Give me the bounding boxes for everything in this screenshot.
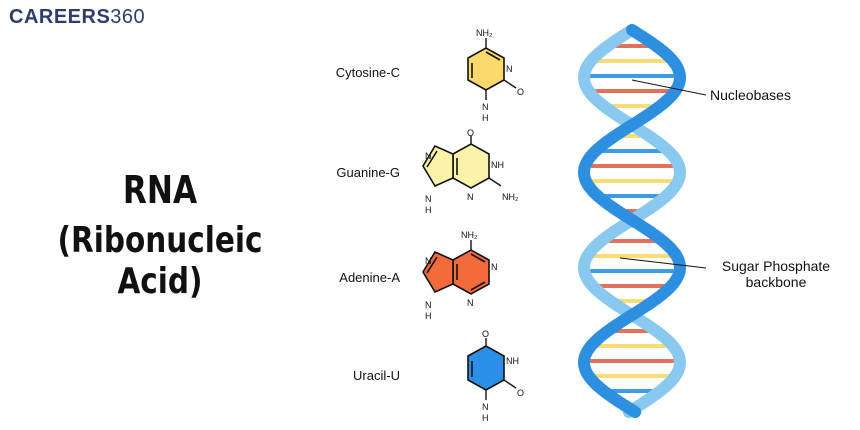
base-label-cytosine: Cytosine-C xyxy=(335,65,400,80)
guanine-o: O xyxy=(467,128,474,138)
uracil-structure: O NH O N H xyxy=(467,329,524,423)
brand-logo: CAREERS360 xyxy=(9,6,145,29)
guanine-structure: O NH NH₂ N N N H xyxy=(422,128,519,215)
adenine-structure: NH₂ N N N N H xyxy=(422,230,498,321)
adenine-n4: N xyxy=(425,300,432,310)
cytosine-o: O xyxy=(517,87,524,97)
brand-name: CAREERS xyxy=(9,6,111,28)
guanine-n: N xyxy=(467,192,474,202)
helix-rungs xyxy=(590,44,674,393)
cytosine-structure: NH₂ N O N H xyxy=(467,28,524,123)
cytosine-h: H xyxy=(482,113,489,123)
guanine-h: H xyxy=(425,205,432,215)
uracil-n: N xyxy=(482,402,489,412)
nucleobases-label: Nucleobases xyxy=(710,87,791,103)
backbone-pointer xyxy=(619,257,707,269)
diagram-title: RNA xyxy=(122,168,198,212)
base-label-guanine: Guanine-G xyxy=(336,165,400,180)
adenine-n2: N xyxy=(467,298,474,308)
cytosine-nh2: NH₂ xyxy=(476,28,493,38)
guanine-nh2: NH₂ xyxy=(502,192,519,202)
cytosine-n: N xyxy=(506,64,513,74)
adenine-ring-five xyxy=(422,250,454,294)
uracil-h: H xyxy=(482,413,489,423)
uracil-nh: NH xyxy=(506,356,519,366)
guanine-n3: N xyxy=(425,194,432,204)
brand-number: 360 xyxy=(110,6,146,28)
guanine-ring-five xyxy=(422,144,454,188)
adenine-h: H xyxy=(425,311,432,321)
backbone-label: Sugar Phosphate backbone xyxy=(706,258,846,290)
backbone-label-line2: backbone xyxy=(745,274,807,290)
diagram-subtitle: (Ribonucleic Acid) xyxy=(57,220,263,302)
cytosine-n2: N xyxy=(482,102,489,112)
backbone-label-line1: Sugar Phosphate xyxy=(721,258,831,274)
guanine-nh: NH xyxy=(491,160,504,170)
guanine-n2: N xyxy=(425,151,432,161)
uracil-o2: O xyxy=(517,388,524,398)
helix-strand-front xyxy=(577,24,687,418)
uracil-o: O xyxy=(482,329,489,339)
adenine-n: N xyxy=(491,262,498,272)
base-label-adenine: Adenine-A xyxy=(339,270,400,285)
adenine-nh2: NH₂ xyxy=(461,230,478,240)
adenine-n3: N xyxy=(425,256,432,266)
base-label-uracil: Uracil-U xyxy=(353,368,400,383)
nucleobases-pointer xyxy=(631,79,707,96)
